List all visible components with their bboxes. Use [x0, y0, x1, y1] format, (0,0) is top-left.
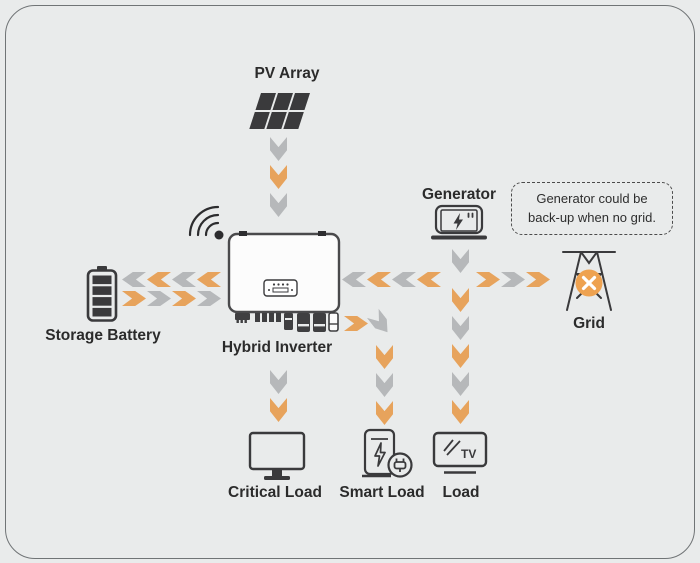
wifi-signal-icon: [172, 192, 228, 242]
diagram-border: [5, 5, 695, 559]
chevron-left-orange: [197, 272, 221, 287]
grid-label: Grid: [573, 315, 605, 332]
flow-generator-down-upper: [452, 249, 469, 273]
chevron-down-gray: [452, 316, 469, 340]
pv-array-label: PV Array: [254, 65, 320, 82]
load-label: Load: [442, 484, 480, 501]
chevron-down-gray: [270, 137, 287, 161]
chevron-down-orange: [376, 345, 393, 369]
flow-grid-to-inverter: [342, 272, 441, 287]
chevron-down-orange: [270, 165, 287, 189]
generator-note-line2: back-up when no grid.: [528, 209, 656, 225]
critical-load-label: Critical Load: [228, 484, 322, 501]
chevron-left-orange: [367, 272, 391, 287]
chevron-right-gray: [147, 291, 171, 306]
load-tv-icon: TV: [432, 430, 488, 480]
chevron-left-gray: [392, 272, 416, 287]
chevron-right-orange: [344, 316, 368, 331]
storage-battery-label: Storage Battery: [45, 327, 161, 344]
flow-inverter-to-critical: [270, 370, 287, 422]
hybrid-inverter-icon: [226, 228, 342, 340]
chevron-right-orange: [122, 291, 146, 306]
critical-load-monitor-icon: [248, 430, 306, 482]
chevron-down-orange: [452, 344, 469, 368]
chevron-right-orange: [172, 291, 196, 306]
chevron-left-gray: [122, 272, 146, 287]
battery-icon: [85, 266, 119, 322]
pv-array-icon: [248, 92, 314, 134]
tv-icon-text: TV: [461, 447, 476, 461]
flow-smart-branch-bend: [368, 314, 392, 329]
chevron-right-orange: [526, 272, 550, 287]
chevron-down-gray: [270, 370, 287, 394]
chevron-left-gray: [172, 272, 196, 287]
flow-smart-branch-start: [344, 316, 368, 331]
chevron-down-orange: [270, 398, 287, 422]
chevron-down-gray: [452, 249, 469, 273]
chevron-down-orange: [376, 401, 393, 425]
flow-smart-branch-down: [376, 345, 393, 425]
chevron-left-orange: [417, 272, 441, 287]
chevron-right-gray: [197, 291, 221, 306]
flow-generator-down-lower: [452, 288, 469, 424]
flow-pv-to-inverter: [270, 137, 287, 217]
chevron-right-gray: [501, 272, 525, 287]
generator-note: Generator could be back-up when no grid.: [511, 182, 673, 235]
flow-to-grid: [476, 272, 550, 287]
chevron-down-gray: [452, 372, 469, 396]
generator-note-line1: Generator could be: [536, 191, 648, 207]
flow-battery-to-inverter: [122, 291, 221, 306]
chevron-right-orange: [476, 272, 500, 287]
chevron-down-orange: [452, 288, 469, 312]
chevron-down-orange: [452, 400, 469, 424]
chevron-down-gray: [376, 373, 393, 397]
smart-load-icon: [360, 426, 414, 484]
smart-load-label: Smart Load: [339, 484, 425, 501]
hybrid-inverter-label: Hybrid Inverter: [221, 339, 333, 356]
flow-inverter-to-battery: [122, 272, 221, 287]
generator-label: Generator: [421, 186, 497, 203]
chevron-left-gray: [342, 272, 366, 287]
generator-icon: [430, 204, 488, 242]
grid-tower-icon: [560, 246, 618, 316]
chevron-left-orange: [147, 272, 171, 287]
chevron-down-gray: [270, 193, 287, 217]
